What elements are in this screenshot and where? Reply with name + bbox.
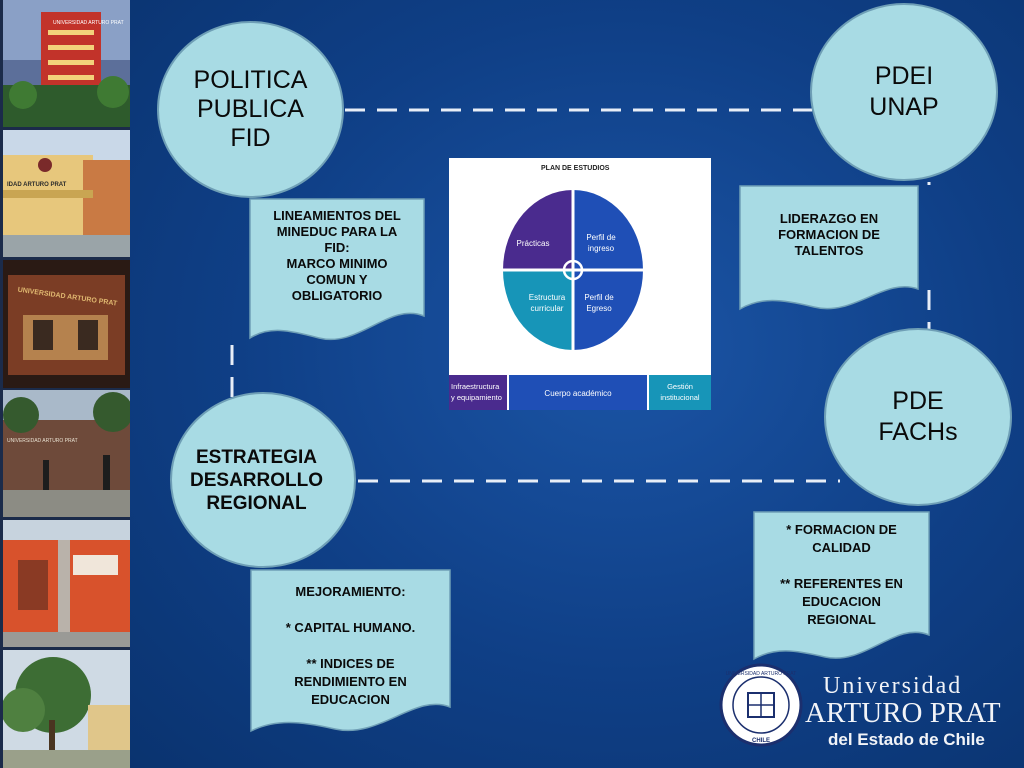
label-estructura-2: curricular — [531, 304, 564, 313]
bar-gestion-label-1: Gestión — [667, 382, 693, 391]
campus-photo-4-image: UNIVERSIDAD ARTURO PRAT — [3, 390, 130, 517]
campus-photo-6-image — [3, 650, 130, 768]
campus-photo-1: UNIVERSIDAD ARTURO PRAT — [3, 0, 130, 127]
cycle-icon — [562, 259, 584, 281]
university-logo-graphic: UNIVERSIDAD ARTURO PRAT CHILE Universida… — [719, 663, 1001, 749]
plan-title: PLAN DE ESTUDIOS — [541, 165, 610, 172]
campus-photo-4: UNIVERSIDAD ARTURO PRAT — [3, 390, 130, 517]
campus-photo-2-image: IDAD ARTURO PRAT — [3, 130, 130, 257]
note-formacion-shape — [753, 511, 930, 661]
note-liderazgo-shape — [739, 185, 919, 311]
seal-bottom-text: CHILE — [752, 738, 770, 744]
seal-text: UNIVERSIDAD ARTURO PRAT — [726, 671, 797, 677]
note-mejoramiento-shape — [250, 569, 451, 733]
note-mejoramiento: MEJORAMIENTO: * CAPITAL HUMANO. ** INDIC… — [250, 569, 451, 739]
bar-infraestructura — [449, 375, 507, 410]
photo-1-sign: UNIVERSIDAD ARTURO PRAT — [53, 20, 124, 26]
bar-cuerpo-label: Cuerpo académico — [544, 389, 612, 398]
bar-infra-label-2: y equipamiento — [451, 393, 502, 402]
node-estrategia-regional: ESTRATEGIA DESARROLLO REGIONAL — [170, 392, 356, 568]
node-pde-fachs: PDE FACHs — [824, 328, 1012, 506]
logo-line-2: ARTURO PRAT — [805, 697, 1001, 729]
label-perfil-egreso-1: Perfil de — [584, 293, 614, 302]
note-mejoramiento-text: MEJORAMIENTO: * CAPITAL HUMANO. ** INDIC… — [285, 584, 416, 707]
label-perfil-egreso-2: Egreso — [586, 304, 612, 313]
quadrant-estructura — [503, 270, 573, 350]
logo-line-1: Universidad — [823, 673, 962, 699]
note-lineamientos: LINEAMIENTOS DEL MINEDUC PARA LA FID: MA… — [249, 198, 425, 348]
label-perfil-ingreso-1: Perfil de — [586, 233, 616, 242]
node-pdei-label: PDEI UNAP — [869, 62, 939, 121]
node-pdei-unap: PDEI UNAP — [810, 3, 998, 181]
campus-photo-2: IDAD ARTURO PRAT — [3, 130, 130, 257]
campus-photo-6 — [3, 650, 130, 768]
node-estrategia-label: ESTRATEGIA DESARROLLO REGIONAL — [190, 446, 323, 514]
campus-photo-3: UNIVERSIDAD ARTURO PRAT — [3, 260, 130, 388]
campus-photo-5-image — [3, 520, 130, 647]
bar-cuerpo-academico — [509, 375, 647, 410]
label-practicas: Prácticas — [517, 239, 550, 248]
bar-gestion-label-2: institucional — [660, 393, 700, 402]
node-politica-label: POLITICA PUBLICA FID — [193, 66, 308, 152]
note-formacion-text: * FORMACION DE CALIDAD ** REFERENTES EN … — [780, 522, 903, 627]
photo-strip: UNIVERSIDAD ARTURO PRAT IDAD ARTURO PRAT… — [0, 0, 130, 768]
quadrant-perfil-egreso — [573, 270, 643, 350]
node-pde-label: PDE FACHs — [878, 387, 958, 446]
label-perfil-ingreso-2: ingreso — [588, 244, 615, 253]
quadrant-practicas — [503, 190, 573, 270]
note-liderazgo-text: LIDERAZGO EN FORMACION DE TALENTOS — [778, 211, 880, 258]
note-lineamientos-shape — [249, 198, 425, 341]
campus-photo-1-image: UNIVERSIDAD ARTURO PRAT — [3, 0, 130, 127]
plan-de-estudios-graphic: PLAN DE ESTUDIOS Prácticas Perfil de ing… — [449, 165, 711, 410]
campus-photo-5 — [3, 520, 130, 647]
bar-infra-label-1: Infraestructura — [451, 382, 500, 391]
photo-4-sign: UNIVERSIDAD ARTURO PRAT — [7, 438, 78, 444]
campus-photo-3-image: UNIVERSIDAD ARTURO PRAT — [3, 260, 130, 388]
quadrant-perfil-ingreso — [573, 190, 643, 270]
note-lineamientos-text: LINEAMIENTOS DEL MINEDUC PARA LA FID: MA… — [273, 208, 401, 303]
note-liderazgo: LIDERAZGO EN FORMACION DE TALENTOS — [739, 185, 919, 315]
photo-2-sign: IDAD ARTURO PRAT — [7, 182, 67, 188]
logo-line-3: del Estado de Chile — [828, 730, 985, 749]
bar-gestion — [649, 375, 711, 410]
university-logo: UNIVERSIDAD ARTURO PRAT CHILE Universida… — [718, 655, 1018, 755]
node-politica-publica: POLITICA PUBLICA FID — [157, 21, 344, 198]
note-formacion: * FORMACION DE CALIDAD ** REFERENTES EN … — [753, 511, 930, 666]
plan-de-estudios-figure: PLAN DE ESTUDIOS Prácticas Perfil de ing… — [449, 158, 711, 410]
label-estructura-1: Estructura — [529, 293, 566, 302]
